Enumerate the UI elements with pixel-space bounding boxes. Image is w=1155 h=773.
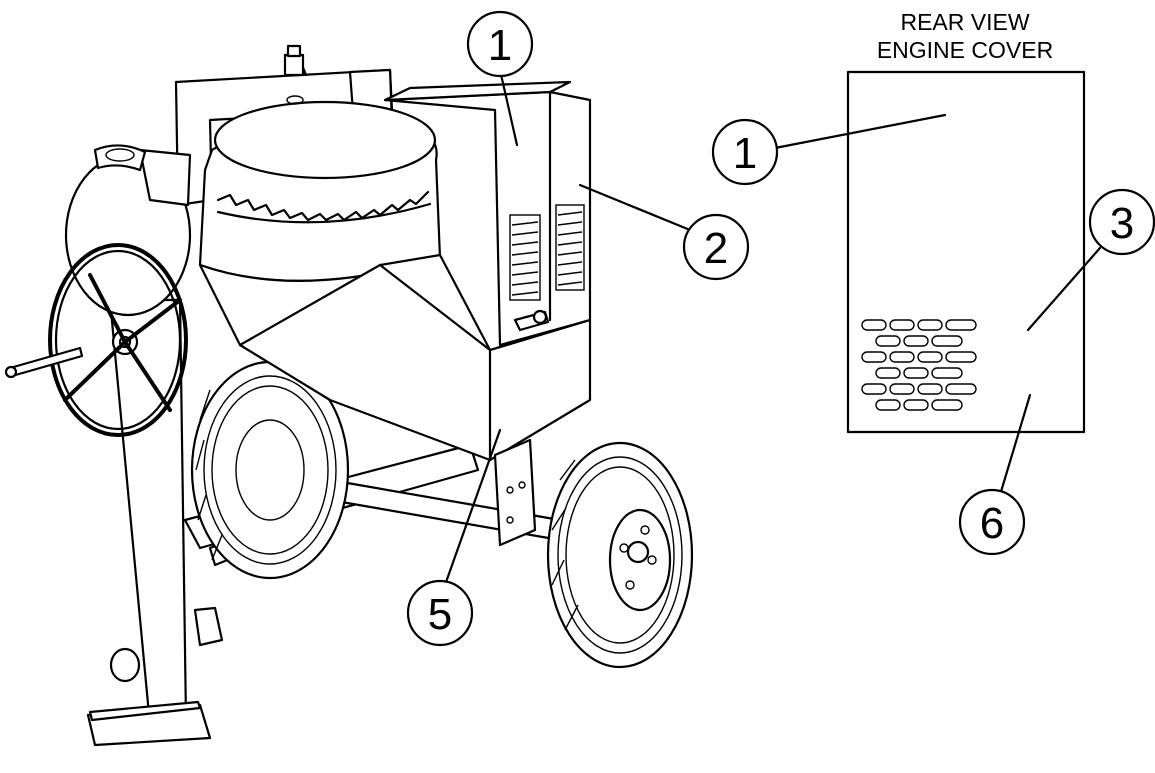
front-wheel <box>546 441 694 669</box>
callout-circle-1-mixer <box>466 10 534 78</box>
axle-bracket <box>493 438 537 547</box>
engine-cover-panel <box>846 70 1086 434</box>
dump-handwheel <box>4 243 188 437</box>
belt-guard <box>238 253 592 462</box>
callout-circle-1-cover <box>711 118 779 186</box>
callout-circle-5 <box>406 579 474 647</box>
callout-2: 2 <box>704 224 728 273</box>
engine-box <box>383 80 592 347</box>
callout-1-mixer: 1 <box>488 21 512 70</box>
callout-6: 6 <box>980 499 1004 548</box>
callout-3: 3 <box>1110 199 1134 248</box>
leader-line-5 <box>443 428 502 587</box>
leader-line-2 <box>578 183 692 232</box>
rear-view-callouts: 1 3 6 <box>711 113 1155 556</box>
rear-view-title-line1: REAR VIEW <box>900 9 1029 35</box>
gear-housing <box>64 144 192 317</box>
leader-line-6 <box>998 393 1032 497</box>
cement-mixer-illustration <box>4 44 694 747</box>
leader-line-1-cover <box>773 113 947 150</box>
rear-wheel <box>190 360 350 580</box>
rear-view-title-line2: ENGINE COVER <box>877 37 1053 63</box>
engine-cover-vent-slots <box>861 319 977 411</box>
callout-5: 5 <box>428 590 452 639</box>
callout-1-cover: 1 <box>733 129 757 178</box>
leader-line-3 <box>1026 246 1102 332</box>
callout-circle-6 <box>958 488 1026 556</box>
leader-line-1-mixer <box>498 68 519 147</box>
rear-view-engine-cover: REAR VIEW ENGINE COVER <box>846 9 1086 434</box>
callout-circle-2 <box>682 213 750 281</box>
mixer-callouts: 1 2 5 <box>406 10 750 647</box>
callout-circle-3 <box>1088 188 1155 256</box>
